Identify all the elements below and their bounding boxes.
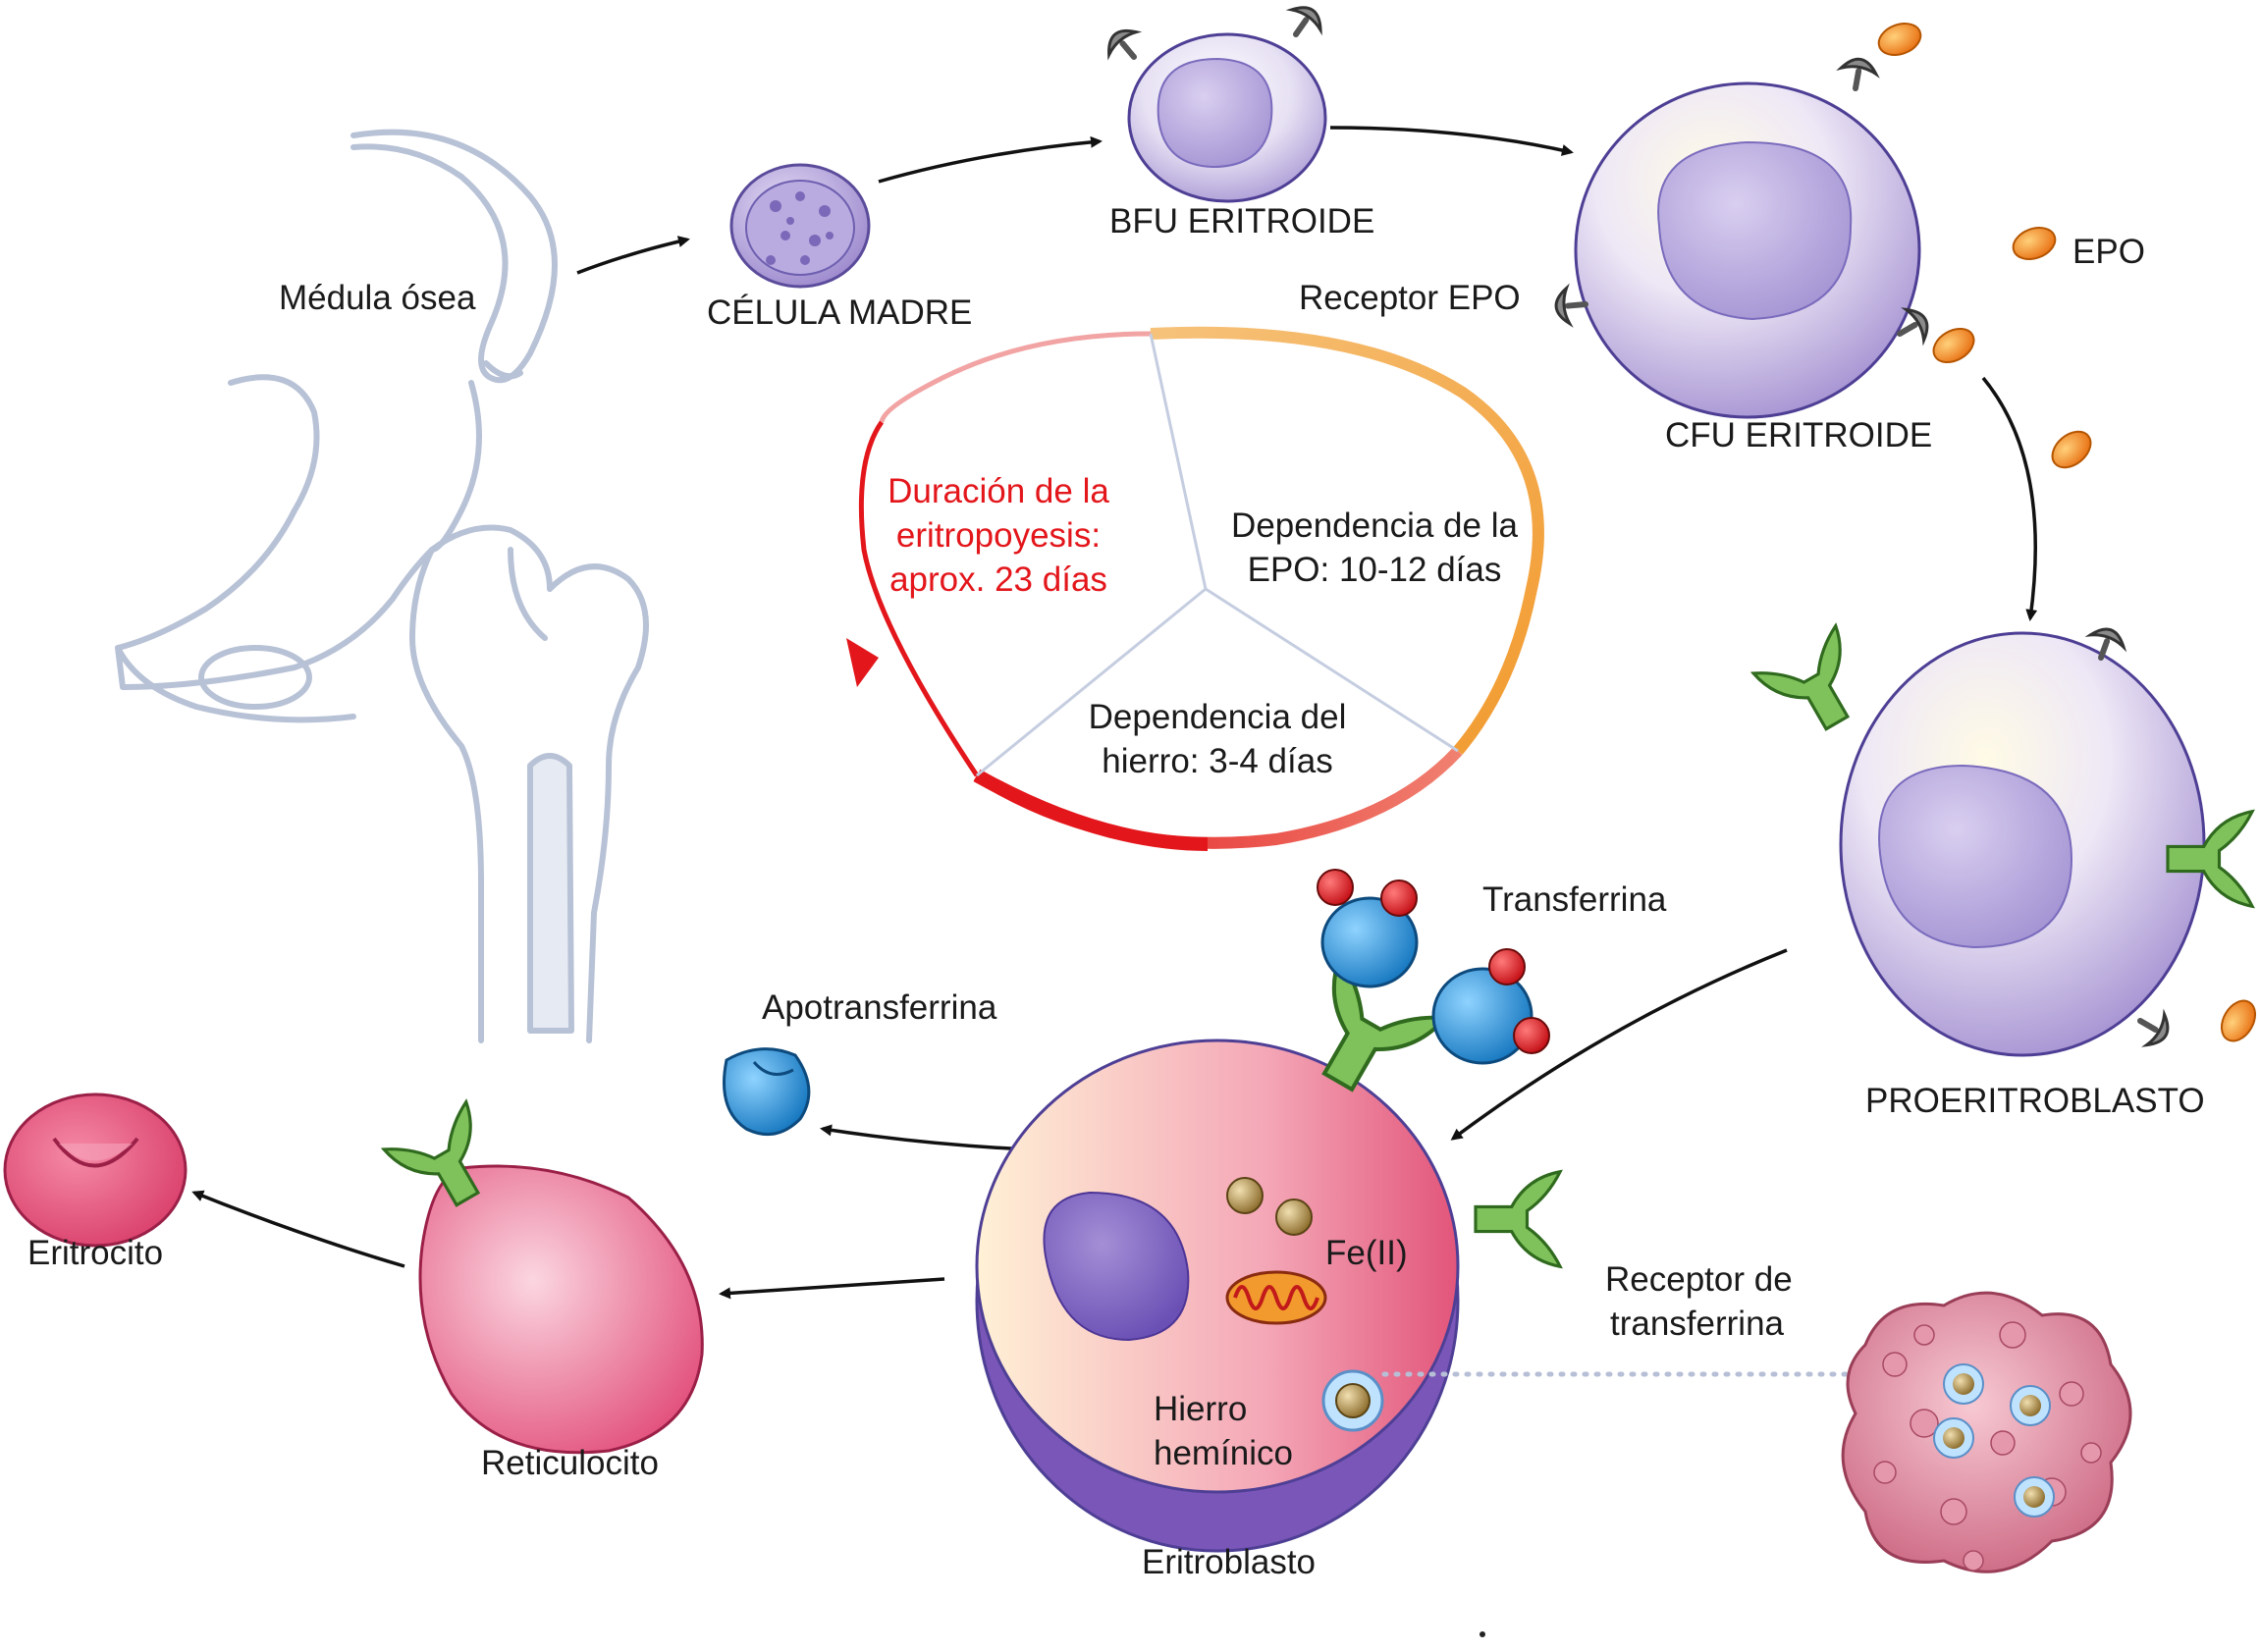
label-hierro-hem-1: Hierro [1154, 1390, 1247, 1428]
cycle-ring [846, 326, 1544, 851]
label-hierro-dep-1: Dependencia del [1089, 698, 1347, 736]
label-bfu: BFU ERITROIDE [1109, 202, 1374, 240]
label-receptor-transferrina-1: Receptor de [1605, 1260, 1793, 1299]
label-epo-dep-2: EPO: 10-12 días [1248, 551, 1502, 589]
label-receptor-transferrina-2: transferrina [1610, 1305, 1785, 1343]
bone-illustration [115, 129, 649, 1043]
label-duracion-3: aprox. 23 días [889, 560, 1107, 599]
label-proeritroblasto: PROERITROBLASTO [1865, 1082, 2205, 1120]
label-hierro-hem-2: hemínico [1154, 1434, 1293, 1472]
label-apotransferrina: Apotransferrina [762, 988, 997, 1027]
label-epo: EPO [2072, 233, 2145, 271]
stem-cell [729, 163, 871, 289]
reticulocyte-cell [382, 1100, 704, 1455]
label-hierro-dep-2: hierro: 3-4 días [1102, 742, 1332, 780]
label-epo-dep-1: Dependencia de la [1231, 506, 1518, 545]
label-eritrocito: Eritrocito [27, 1234, 163, 1272]
labels: Médula ósea CÉLULA MADRE BFU ERITROIDE R… [27, 202, 2205, 1581]
epo-legend-icon [2008, 221, 2061, 266]
label-reticulocito: Reticulocito [481, 1444, 659, 1482]
bfu-erythroid-cell [1102, 0, 1327, 203]
erythrocyte-cell [3, 1092, 188, 1248]
label-eritroblasto: Eritroblasto [1142, 1543, 1316, 1581]
transferrin-molecules [1317, 869, 1550, 1065]
label-celula-madre: CÉLULA MADRE [707, 293, 972, 332]
label-cfu: CFU ERITROIDE [1665, 416, 1932, 454]
cfu-erythroid-cell [1555, 17, 1981, 419]
label-receptor-epo: Receptor EPO [1299, 279, 1521, 317]
erythroblast-cell [975, 957, 1562, 1553]
label-duracion-1: Duración de la [888, 472, 1109, 510]
stray-dot [1480, 1631, 1485, 1637]
proerythroblast-cell [1751, 624, 2254, 1057]
label-medula-osea: Médula ósea [279, 279, 476, 317]
label-transferrina: Transferrina [1482, 880, 1667, 919]
apotransferrin [723, 1047, 811, 1137]
label-fe: Fe(II) [1325, 1234, 1408, 1272]
label-duracion-2: eritropoyesis: [896, 516, 1101, 555]
hemoglobin-protein [1841, 1291, 2132, 1573]
